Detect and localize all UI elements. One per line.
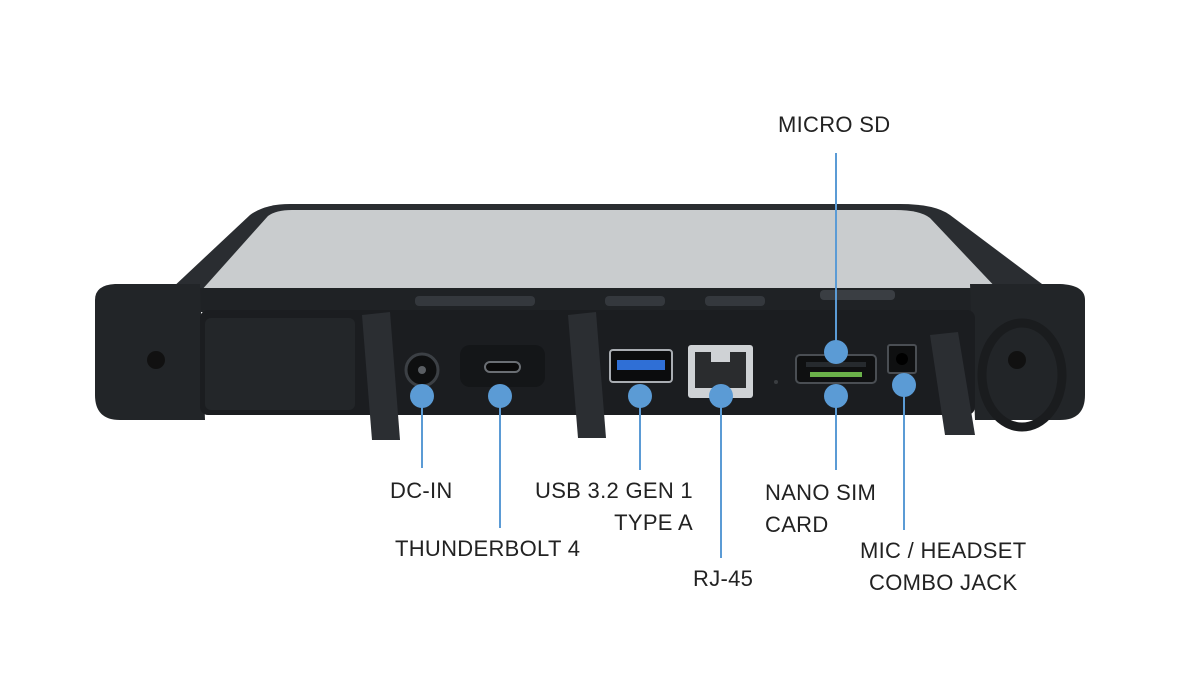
callout-dot-thunderbolt-4 [488,384,512,408]
label-mic-headset: MIC / HEADSET COMBO JACK [860,535,1026,599]
left-panel-block [205,318,355,410]
label-line: MICRO SD [778,112,891,137]
label-rj-45: RJ-45 [693,563,753,595]
label-line: COMBO JACK [869,570,1018,595]
mic-jack [896,353,908,365]
label-line: TYPE A [614,510,693,535]
port-cover-right [930,332,975,435]
thunderbolt-port [484,361,521,373]
label-micro-sd: MICRO SD [778,109,890,141]
label-line: RJ-45 [693,566,754,591]
label-usb-type-a: USB 3.2 GEN 1 TYPE A [535,475,693,539]
left-bumper [95,284,205,420]
label-line: CARD [765,512,829,537]
callout-dot-usb-32-gen1-type-a [628,384,652,408]
button-strip-mid [605,296,665,306]
label-line: MIC / HEADSET [860,538,1027,563]
tether-loop [977,318,1067,432]
right-bumper [970,284,1085,420]
port-cover-mid [568,312,606,438]
callout-dot-mic-headset [892,373,916,397]
label-nano-sim: NANO SIM CARD [765,477,876,541]
button-strip-right [705,296,765,306]
right-bumper-screw [1008,351,1026,369]
label-thunderbolt-4: THUNDERBOLT 4 [395,533,580,565]
port-cover-left [362,312,400,440]
dc-in-pin [418,366,426,374]
label-line: NANO SIM [765,480,877,505]
label-dc-in: DC-IN [390,475,453,507]
tablet-screen [200,210,1000,292]
led-indicator [774,380,778,384]
micro-sd-slot [806,362,866,367]
usb-a-tongue [617,360,665,370]
left-bumper-screw [147,351,165,369]
callout-dot-nano-sim [824,384,848,408]
label-line: USB 3.2 GEN 1 [535,478,693,503]
nano-sim-slot [810,372,862,377]
callout-dot-micro-sd [824,340,848,364]
callout-dot-rj-45 [709,384,733,408]
label-line: DC-IN [390,478,453,503]
rj45-latch [711,352,730,362]
button-strip-left [415,296,535,306]
label-line: THUNDERBOLT 4 [395,536,581,561]
callout-dot-dc-in [410,384,434,408]
power-button [820,290,895,300]
